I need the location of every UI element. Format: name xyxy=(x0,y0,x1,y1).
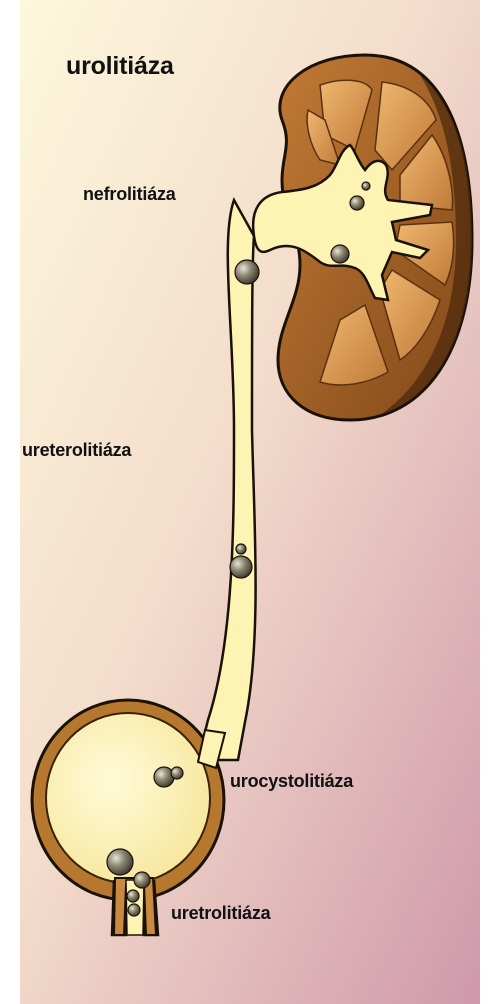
diagram-title: urolitiáza xyxy=(66,52,174,81)
urolithiasis-illustration xyxy=(20,0,480,1004)
bladder-stone xyxy=(171,767,183,779)
ureter-stone-middle xyxy=(236,544,246,554)
label-uretrolitiaza: uretrolitiáza xyxy=(171,903,270,924)
kidney-stone xyxy=(350,196,364,210)
bladder-stone xyxy=(154,767,174,787)
urethra-stone xyxy=(128,904,140,916)
label-ureterolitiaza: ureterolitiáza xyxy=(22,440,131,461)
label-urocystolitiaza: urocystolitiáza xyxy=(230,771,353,792)
diagram-panel: urolitiáza nefrolitiáza ureterolitiáza u… xyxy=(20,0,480,1004)
bladder-neck-stone xyxy=(107,849,133,875)
kidney-stone xyxy=(362,182,370,190)
ureter-stone-upper xyxy=(235,260,259,284)
bladder-neck-stone xyxy=(127,890,139,902)
ureter-stone-middle xyxy=(230,556,252,578)
label-nefrolitiaza: nefrolitiáza xyxy=(83,184,176,205)
kidney-stone xyxy=(331,245,349,263)
bladder-neck-stone xyxy=(134,872,150,888)
